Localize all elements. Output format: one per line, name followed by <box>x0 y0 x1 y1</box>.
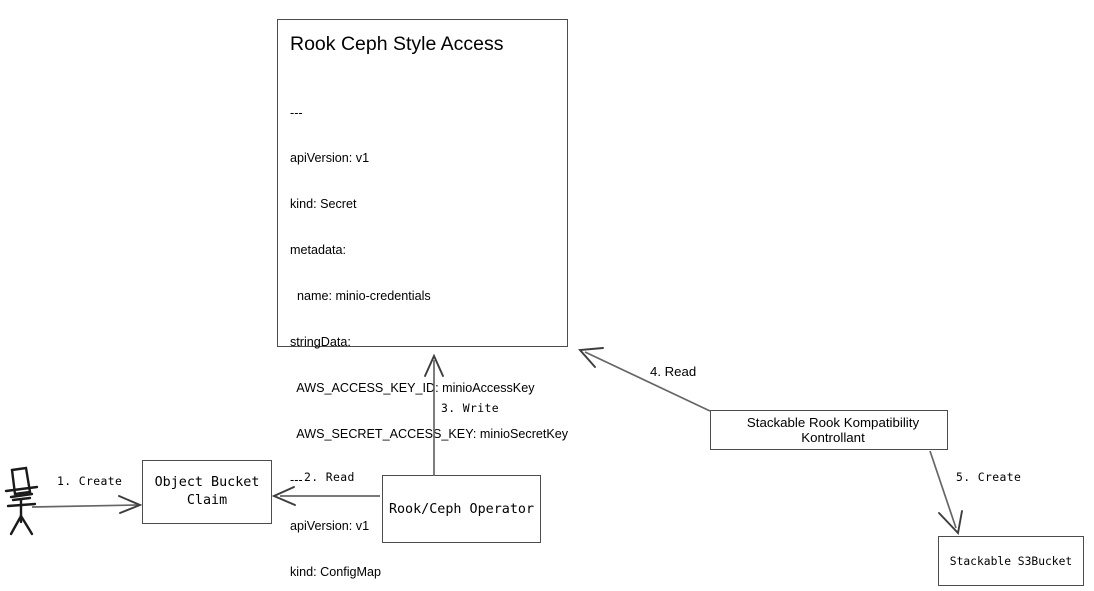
yaml-line: name: minio-credentials <box>290 289 431 304</box>
node-rook-ceph-operator[interactable]: Rook/Ceph Operator <box>382 475 541 543</box>
yaml-line: metadata: <box>290 243 347 258</box>
node-stackable-s3bucket-label: Stackable S3Bucket <box>949 554 1073 568</box>
edge-label-4-read: 4. Read <box>650 364 697 379</box>
yaml-line: --- <box>290 472 303 487</box>
yaml-line: apiVersion: v1 <box>290 151 370 166</box>
edge-label-5-create: 5. Create <box>956 470 1022 484</box>
node-object-bucket-claim-label: Object Bucket Claim <box>154 475 260 508</box>
edge-4-read-arrow <box>578 347 711 412</box>
yaml-line: kind: Secret <box>290 197 357 212</box>
yaml-line: apiVersion: v1 <box>290 518 370 533</box>
yaml-line: stringData: <box>290 335 351 350</box>
node-rook-ceph-operator-label: Rook/Ceph Operator <box>388 501 535 517</box>
yaml-line: AWS_ACCESS_KEY_ID: minioAccessKey <box>290 380 535 395</box>
yaml-card-title: Rook Ceph Style Access <box>290 33 504 55</box>
node-srkk-label: Stackable Rook Kompatibility Kontrollant <box>746 415 920 445</box>
yaml-line: --- <box>290 105 303 120</box>
yaml-line: kind: ConfigMap <box>290 564 382 579</box>
edge-5-create-arrow <box>929 450 963 536</box>
edge-label-3-write: 3. Write <box>441 401 500 415</box>
edge-label-1-create: 1. Create <box>57 474 123 488</box>
yaml-card-body: --- apiVersion: v1 kind: Secret metadata… <box>290 75 569 591</box>
edge-label-2-read: 2. Read <box>304 470 355 484</box>
node-rook-ceph-style-access[interactable]: Rook Ceph Style Access --- apiVersion: v… <box>277 19 568 579</box>
yaml-line: AWS_SECRET_ACCESS_KEY: minioSecretKey <box>290 426 569 441</box>
node-stackable-s3bucket[interactable]: Stackable S3Bucket <box>938 536 1084 586</box>
user-actor-icon <box>4 466 39 536</box>
node-object-bucket-claim[interactable]: Object Bucket Claim <box>142 460 272 524</box>
node-srkk[interactable]: Stackable Rook Kompatibility Kontrollant <box>710 410 948 450</box>
edge-1-create-arrow <box>31 495 143 514</box>
